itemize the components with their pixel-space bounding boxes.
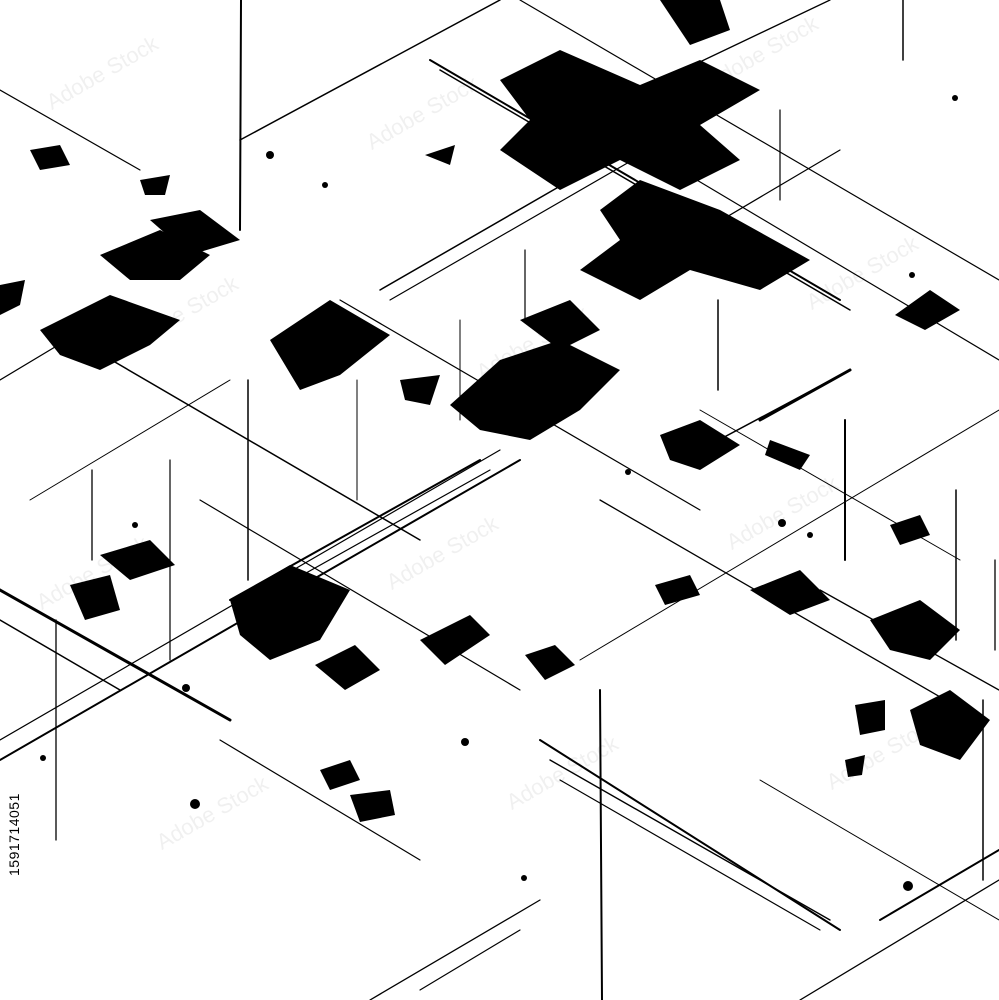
stock-id-label: 1591714051 [6,793,22,877]
specks [40,95,958,891]
ink-blots [0,0,990,822]
